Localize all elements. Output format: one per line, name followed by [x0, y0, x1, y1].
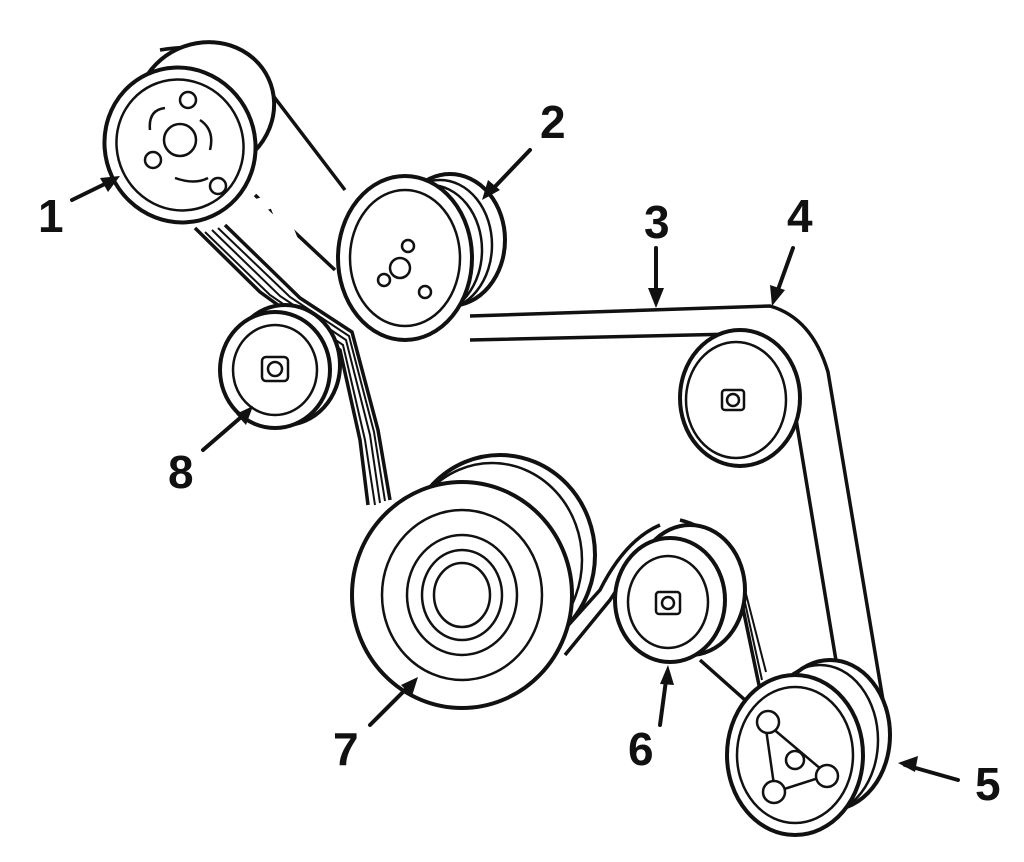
pulley-7	[350, 453, 597, 710]
callout-arrows	[70, 148, 960, 782]
callout-1: 1	[38, 190, 64, 242]
pulley-1	[102, 40, 277, 225]
callout-7: 7	[333, 723, 359, 775]
callout-6: 6	[628, 723, 654, 775]
callout-8: 8	[168, 446, 194, 498]
callout-5: 5	[975, 758, 1001, 810]
pulley-2	[336, 172, 507, 342]
pulley-5	[725, 658, 892, 837]
pulley-4	[678, 328, 802, 468]
pulley-6	[613, 523, 747, 664]
callout-4: 4	[787, 190, 813, 242]
pulley-8	[218, 303, 342, 430]
callout-2: 2	[540, 96, 566, 148]
callout-3: 3	[644, 196, 670, 248]
